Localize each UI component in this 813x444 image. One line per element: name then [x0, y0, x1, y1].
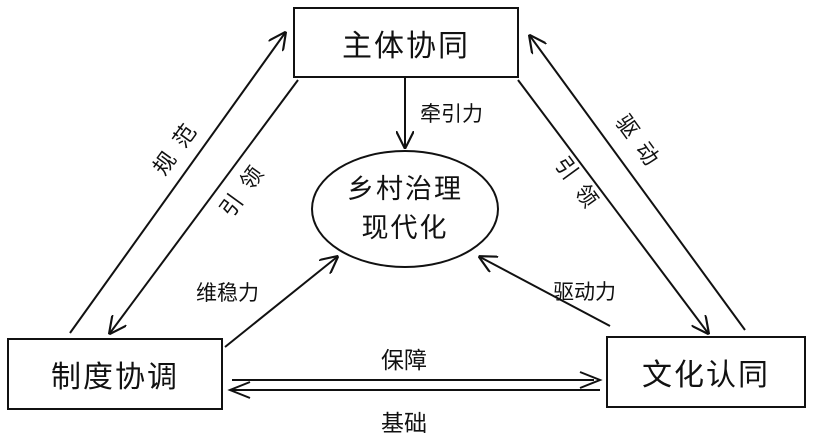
center-label-line2: 现代化: [361, 213, 449, 244]
node-cultural-identity-label: 文化认同: [642, 358, 770, 393]
arrow-right-to-top: [530, 36, 746, 331]
center-label-line1: 乡村治理: [347, 173, 463, 205]
node-institution-coordination-label: 制度协调: [51, 360, 179, 395]
node-subject-synergy-label: 主体协同: [342, 28, 470, 64]
label-foundation: 基础: [381, 411, 427, 437]
arrow-top-to-right: [517, 79, 708, 333]
arrowhead-right: [579, 371, 603, 389]
label-stability-force: 维稳力: [196, 281, 259, 305]
arrow-left-to-top: [69, 33, 285, 334]
label-guarantee: 保障: [381, 348, 427, 374]
arrow-right-to-center: [480, 257, 611, 327]
arrow-top-to-left: [110, 79, 299, 333]
arrow-left-to-center: [224, 257, 337, 348]
label-traction-force: 牵引力: [420, 102, 483, 126]
label-driving-force: 驱动力: [553, 280, 616, 304]
node-cultural-identity: 文化认同: [606, 336, 806, 408]
node-subject-synergy: 主体协同: [293, 7, 519, 78]
arrowhead-left: [227, 381, 251, 399]
node-institution-coordination: 制度协调: [7, 338, 223, 410]
node-rural-governance-modernization: 乡村治理 现代化: [311, 150, 499, 268]
